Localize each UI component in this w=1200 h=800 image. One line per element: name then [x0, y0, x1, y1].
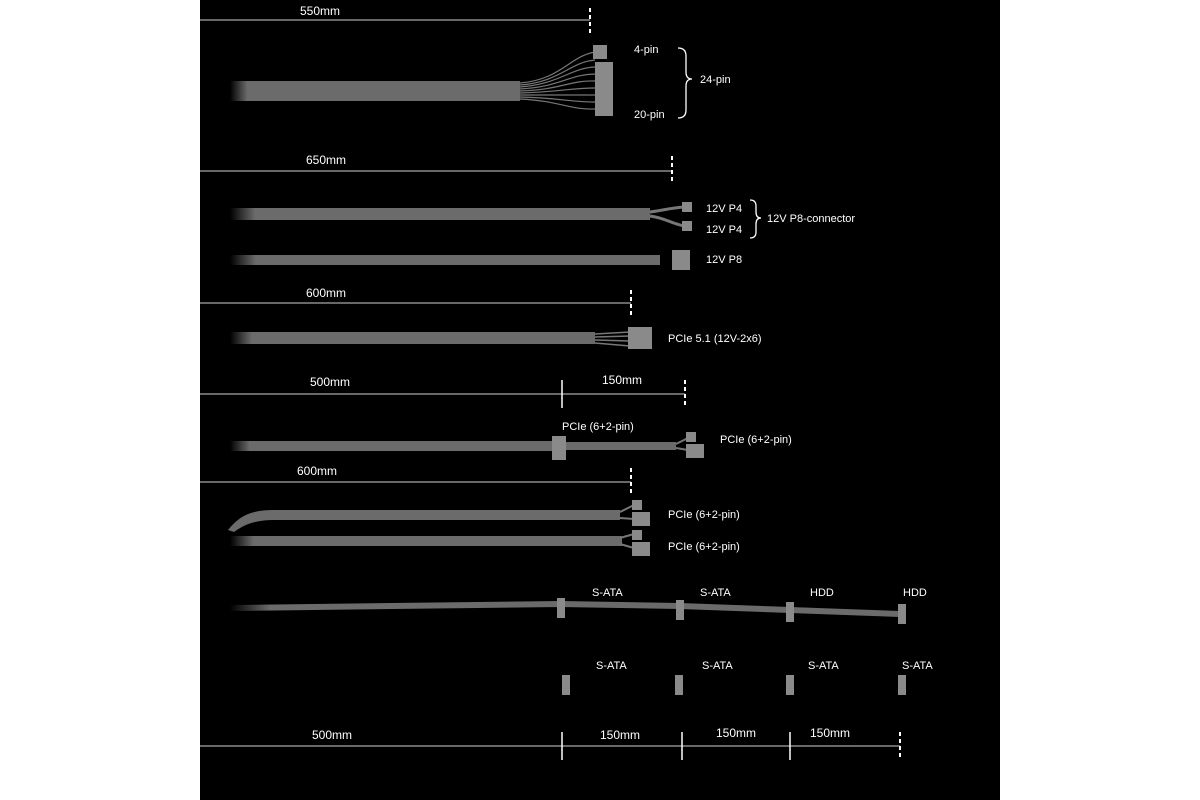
eps-p4-connector-b	[682, 221, 692, 231]
pcie-single-end-connector-b	[686, 444, 704, 458]
pcie-single-end-connector-a	[686, 432, 696, 442]
eps-p8-label: 12V P8	[706, 254, 742, 266]
pcie-single-main-length: 500mm	[310, 375, 350, 389]
sata-row1-label-1: S-ATA	[592, 587, 623, 599]
bottom-dimension-group: 500mm 150mm 150mm 150mm	[200, 726, 901, 760]
eps-split-cable-sheath	[230, 208, 650, 220]
pcie51-cable-sheath	[230, 332, 595, 344]
atx-20pin-label: 20-pin	[634, 109, 665, 121]
pcie51-wires	[594, 331, 631, 347]
sata-row1-group: S-ATA S-ATA HDD HDD	[229, 587, 927, 624]
atx-brace	[677, 47, 693, 119]
sata-row2-label-2: S-ATA	[702, 660, 733, 672]
sata-row2-label-1: S-ATA	[596, 660, 627, 672]
pcie-single-mid-label: PCIe (6+2-pin)	[562, 421, 634, 433]
sata-row2-label-3: S-ATA	[808, 660, 839, 672]
atx-24pin-label: 24-pin	[700, 74, 731, 86]
atx-length-label: 550mm	[300, 4, 340, 18]
pcie51-length-label: 600mm	[306, 286, 346, 300]
pcie-single-ext-length: 150mm	[602, 373, 642, 387]
bottom-seg1-length: 150mm	[600, 728, 640, 742]
pcie-single-cable-sheath	[230, 441, 560, 451]
sata-row1-connector-3	[786, 602, 794, 622]
eps-p8-connector	[672, 250, 690, 270]
eps-cable-group: 650mm 12V P4 12V P4 12V P8-connector 12V…	[200, 153, 855, 270]
sata-row2-connector-2	[675, 675, 683, 695]
sata-row1-connector-4	[898, 604, 906, 624]
pcie51-label: PCIe 5.1 (12V-2x6)	[668, 333, 762, 345]
pcie-dual-connector-a-main	[632, 512, 650, 526]
pcie-single-end-label: PCIe (6+2-pin)	[720, 434, 792, 446]
pcie-single-ext-sheath	[566, 442, 676, 450]
atx-4pin-connector	[593, 45, 607, 59]
diagram-panel: 550mm 4-pin 20-pin 24-pin 650mm 12V P4 1…	[200, 0, 1000, 800]
pcie-dual-length-label: 600mm	[297, 464, 337, 478]
sata-row1-label-3: HDD	[810, 587, 834, 599]
sata-row1-label-2: S-ATA	[700, 587, 731, 599]
atx-wire-fan	[519, 51, 596, 110]
sata-row2-connector-1	[562, 675, 570, 695]
pcie-dual-wires-b	[619, 533, 635, 549]
pcie-dual-wires-a	[619, 504, 635, 520]
eps-p4-label-b: 12V P4	[706, 224, 742, 236]
cable-diagram: 550mm 4-pin 20-pin 24-pin 650mm 12V P4 1…	[200, 4, 933, 760]
eps-split-wires	[649, 205, 685, 228]
sata-row1-connector-2	[676, 600, 684, 620]
sata-row1-label-4: HDD	[903, 587, 927, 599]
eps-p4-label-a: 12V P4	[706, 203, 742, 215]
eps-p8-cable-sheath	[230, 255, 660, 265]
pcie-dual-connector-b-small	[632, 530, 642, 540]
pcie-dual-connector-b-main	[632, 542, 650, 556]
sata-row2-label-4: S-ATA	[902, 660, 933, 672]
atx-4pin-label: 4-pin	[634, 44, 658, 56]
eps-brace	[749, 199, 762, 239]
pcie-dual-cable-a	[228, 510, 620, 532]
pcie-single-mid-connector	[552, 436, 566, 460]
bottom-seg3-length: 150mm	[810, 726, 850, 740]
eps-p8-connector-label: 12V P8-connector	[767, 213, 855, 225]
pcie-dual-label-b: PCIe (6+2-pin)	[668, 541, 740, 553]
sata-row2-connector-4	[898, 675, 906, 695]
pcie-dual-cable-b	[230, 536, 622, 546]
eps-p4-connector-a	[682, 202, 692, 212]
pcie-dual-connector-a-small	[632, 500, 642, 510]
sata-row2-group: S-ATA S-ATA S-ATA S-ATA	[230, 660, 933, 695]
pcie51-connector	[628, 327, 652, 349]
atx-cable-group: 550mm 4-pin 20-pin 24-pin	[200, 4, 731, 121]
sata-row1-connector-1	[557, 598, 565, 618]
bottom-seg2-length: 150mm	[716, 726, 756, 740]
atx-cable-sheath	[230, 81, 520, 101]
eps-length-label: 650mm	[306, 153, 346, 167]
bottom-main-length: 500mm	[312, 728, 352, 742]
pcie51-cable-group: 600mm PCIe 5.1 (12V-2x6)	[200, 286, 762, 349]
pcie-single-cable-group: 500mm 150mm PCIe (6+2-pin) PCIe (6+2-pin…	[200, 373, 792, 460]
pcie-dual-cable-group: 600mm PCIe (6+2-pin) PCIe (6+2-pin)	[200, 464, 740, 556]
pcie-dual-label-a: PCIe (6+2-pin)	[668, 509, 740, 521]
atx-20pin-connector	[595, 62, 613, 116]
sata-row2-connector-3	[786, 675, 794, 695]
